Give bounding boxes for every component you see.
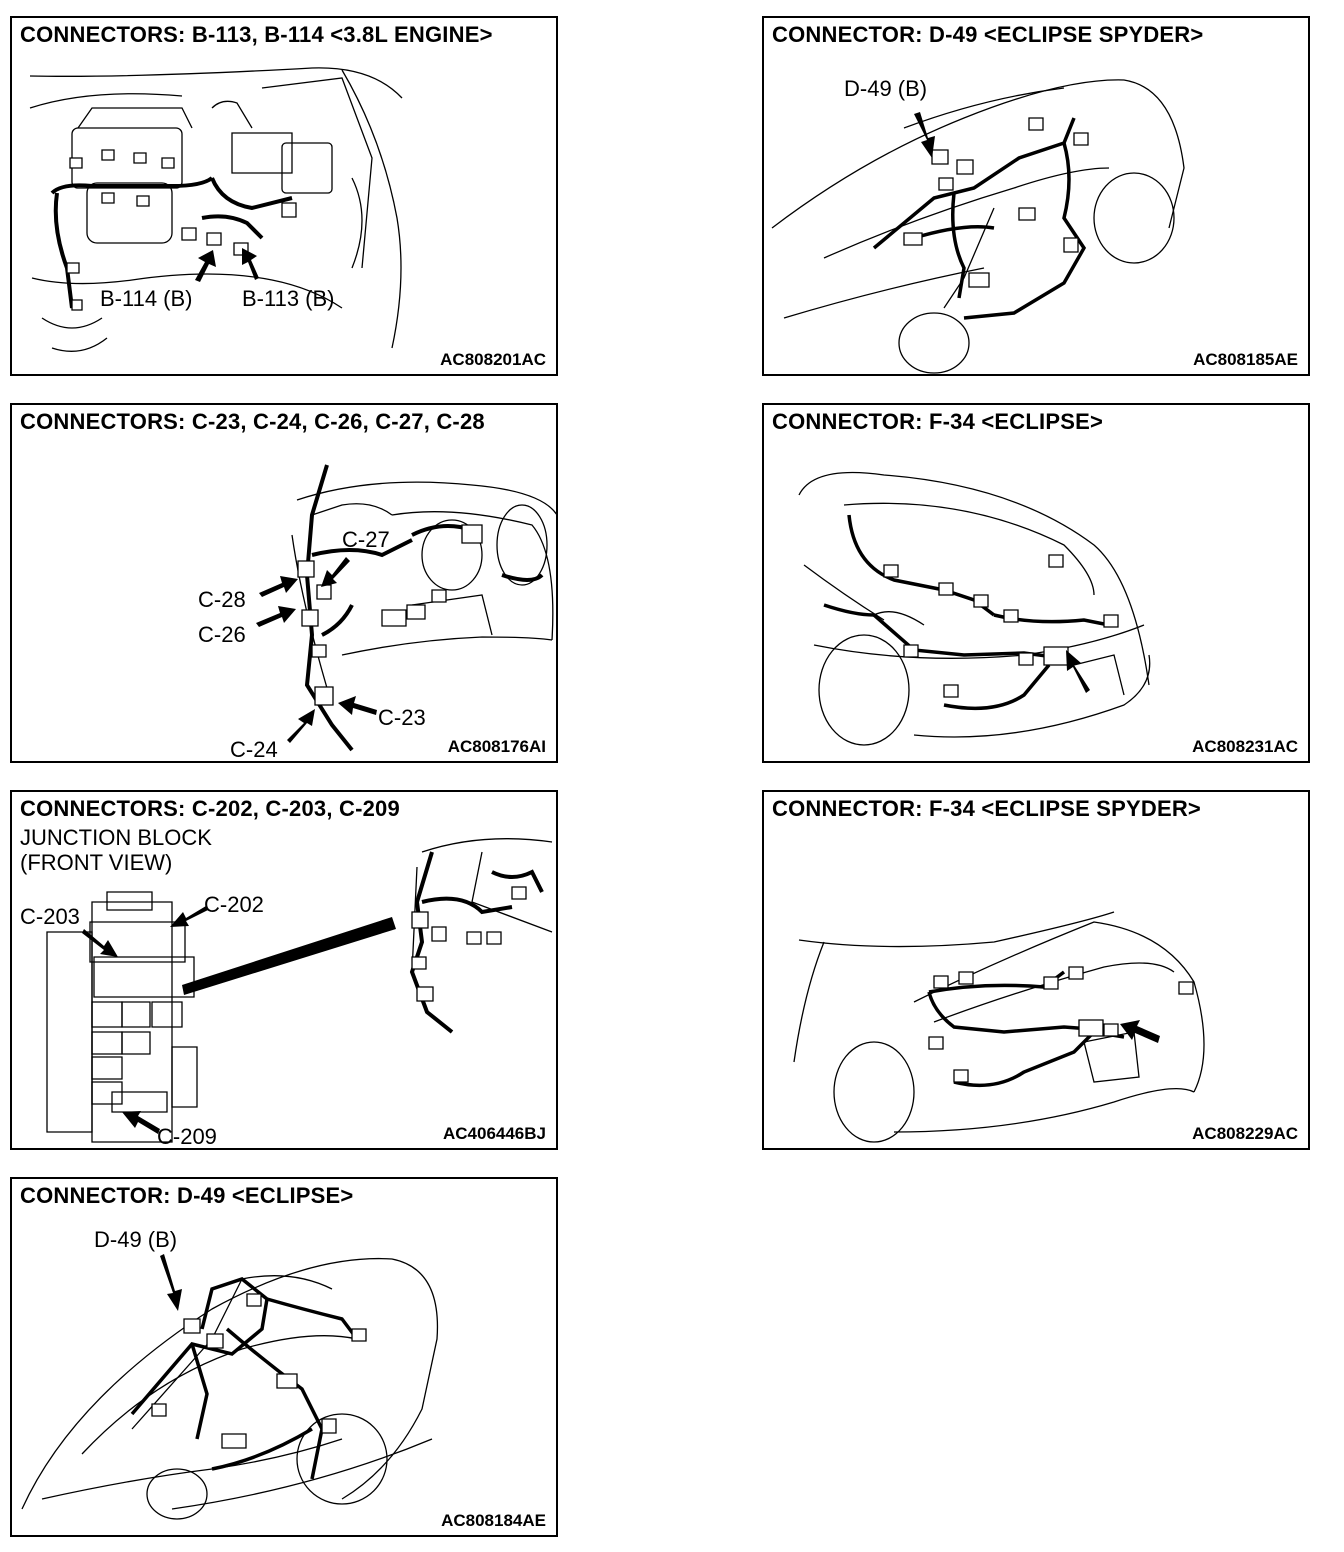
callout-b114: B-114 (B)	[100, 286, 193, 311]
figure-id: AC808231AC	[1192, 737, 1298, 756]
car-rear-illustration	[764, 405, 1310, 763]
callout-c203: C-203	[20, 904, 80, 929]
panel-d49-spyder: CONNECTOR: D-49 <ECLIPSE SPYDER>	[762, 16, 1310, 376]
junction-block-illustration	[12, 792, 558, 1150]
panel-title: CONNECTOR: F-34 <ECLIPSE SPYDER>	[772, 796, 1201, 821]
dashboard-illustration	[256, 405, 558, 763]
figure-id: AC808201AC	[440, 350, 546, 369]
callout-b113: B-113 (B)	[242, 286, 335, 311]
callout-c23: C-23	[378, 705, 426, 730]
panel-f34-spyder: CONNECTOR: F-34 <ECLIPSE SPYDER>	[762, 790, 1310, 1150]
front-view-label: (FRONT VIEW)	[20, 850, 173, 875]
panel-c202-c209: CONNECTORS: C-202, C-203, C-209 JUNCTION…	[10, 790, 558, 1150]
figure-id: AC808229AC	[1192, 1124, 1298, 1143]
junction-block-label: JUNCTION BLOCK	[20, 825, 212, 850]
engine-bay-illustration	[12, 18, 558, 376]
car-front-illustration	[12, 1254, 558, 1537]
callout-c28: C-28	[198, 587, 246, 612]
callout-c24: C-24	[230, 737, 278, 762]
panel-title: CONNECTOR: F-34 <ECLIPSE>	[772, 409, 1103, 434]
panel-title: CONNECTORS: C-23, C-24, C-26, C-27, C-28	[20, 409, 485, 434]
figure-id: AC808176AI	[447, 737, 546, 756]
callout-c202: C-202	[204, 892, 264, 917]
figure-id: AC406446BJ	[442, 1124, 546, 1143]
callout-d49: D-49 (B)	[844, 76, 928, 101]
panel-b113-b114: CONNECTORS: B-113, B-114 <3.8L ENGINE>	[10, 16, 558, 376]
figure-id: AC808184AE	[441, 1511, 546, 1530]
callout-c26: C-26	[198, 622, 246, 647]
spyder-rear-illustration	[764, 792, 1310, 1150]
panel-title: CONNECTORS: C-202, C-203, C-209	[20, 796, 400, 821]
callout-c209: C-209	[157, 1124, 217, 1149]
callout-c27: C-27	[342, 527, 390, 552]
panel-c23-c28: CONNECTORS: C-23, C-24, C-26, C-27, C-28	[10, 403, 558, 763]
panel-title: CONNECTOR: D-49 <ECLIPSE>	[20, 1183, 354, 1208]
figure-id: AC808185AE	[1193, 350, 1298, 369]
panel-f34-eclipse: CONNECTOR: F-34 <ECLIPSE>	[762, 403, 1310, 763]
callout-d49: D-49 (B)	[94, 1227, 178, 1252]
panel-title: CONNECTOR: D-49 <ECLIPSE SPYDER>	[772, 22, 1204, 47]
spyder-front-illustration	[764, 18, 1310, 376]
panel-title: CONNECTORS: B-113, B-114 <3.8L ENGINE>	[20, 22, 493, 47]
panel-d49-eclipse: CONNECTOR: D-49 <ECLIPSE> D-49 (B	[10, 1177, 558, 1537]
